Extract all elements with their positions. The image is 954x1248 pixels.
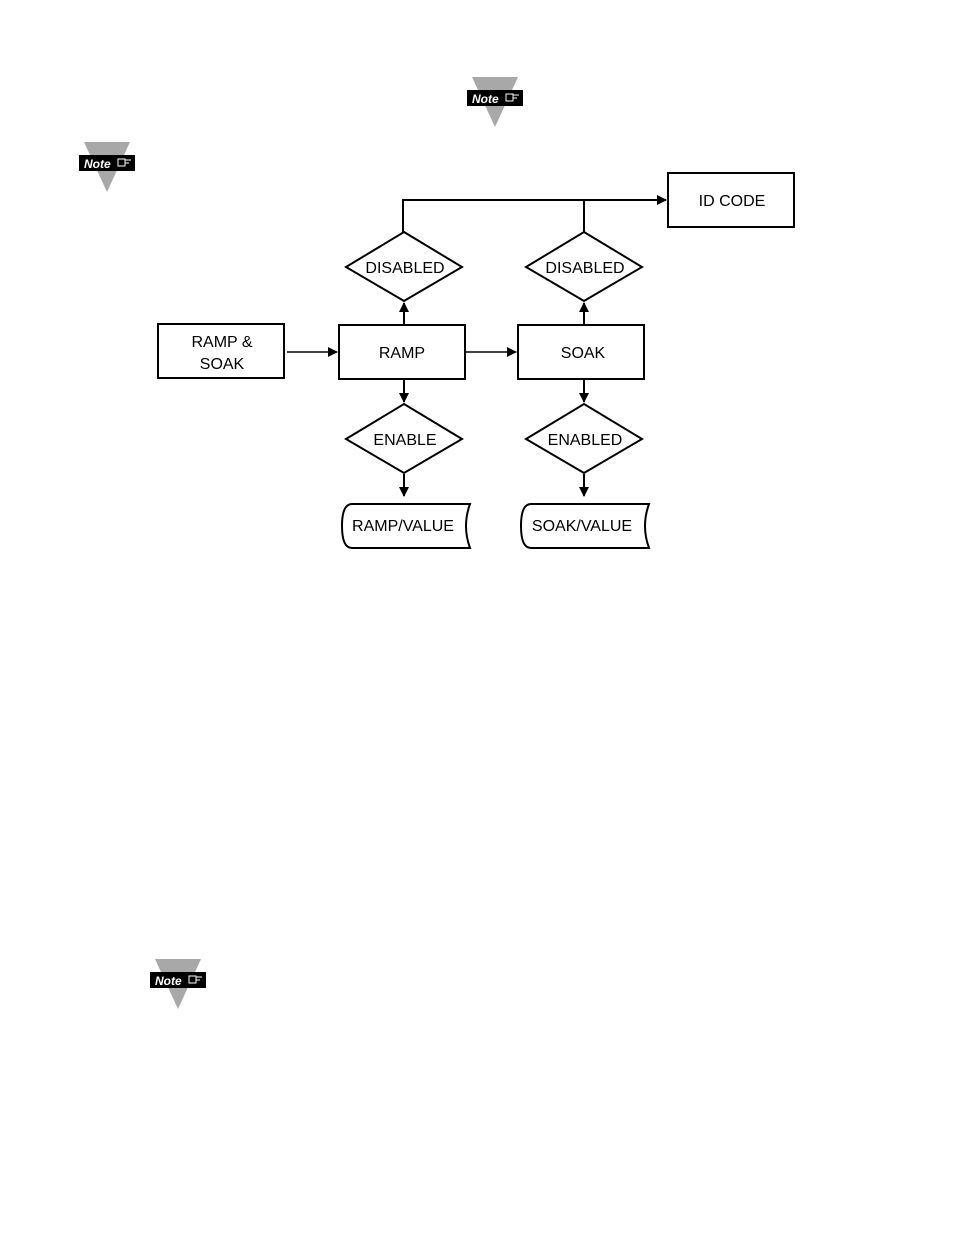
soak-disabled-diamond: DISABLED bbox=[526, 232, 642, 301]
soak-enabled-diamond: ENABLED bbox=[526, 404, 642, 473]
connector-to-id-code bbox=[402, 200, 666, 232]
ramp-value-label: RAMP/VALUE bbox=[352, 518, 454, 535]
soak-disabled-label: DISABLED bbox=[545, 260, 624, 277]
ramp-soak-flowchart: ID CODE DISABLED DISABLED RAMP & SOAK RA… bbox=[0, 0, 954, 600]
ramp-enable-diamond: ENABLE bbox=[346, 404, 462, 473]
ramp-enable-label: ENABLE bbox=[373, 432, 436, 449]
ramp-soak-box: RAMP & SOAK bbox=[158, 324, 284, 378]
id-code-box: ID CODE bbox=[668, 173, 794, 227]
ramp-value-display: RAMP/VALUE bbox=[342, 504, 470, 548]
soak-label: SOAK bbox=[561, 345, 606, 362]
ramp-soak-label-line1: RAMP & bbox=[191, 334, 252, 351]
ramp-disabled-label: DISABLED bbox=[365, 260, 444, 277]
soak-value-label: SOAK/VALUE bbox=[532, 518, 632, 535]
ramp-disabled-diamond: DISABLED bbox=[346, 232, 462, 301]
note-icon-bottom: Note bbox=[150, 959, 206, 1011]
note-label: Note bbox=[155, 974, 182, 988]
ramp-box: RAMP bbox=[339, 325, 465, 379]
soak-value-display: SOAK/VALUE bbox=[521, 504, 649, 548]
ramp-label: RAMP bbox=[379, 345, 425, 362]
down-arrows-value bbox=[404, 474, 584, 496]
id-code-label: ID CODE bbox=[699, 193, 766, 210]
ramp-soak-label-line2: SOAK bbox=[200, 356, 245, 373]
soak-box: SOAK bbox=[518, 325, 644, 379]
up-arrows bbox=[404, 303, 584, 324]
soak-enabled-label: ENABLED bbox=[548, 432, 623, 449]
down-arrows-enable bbox=[404, 380, 584, 402]
